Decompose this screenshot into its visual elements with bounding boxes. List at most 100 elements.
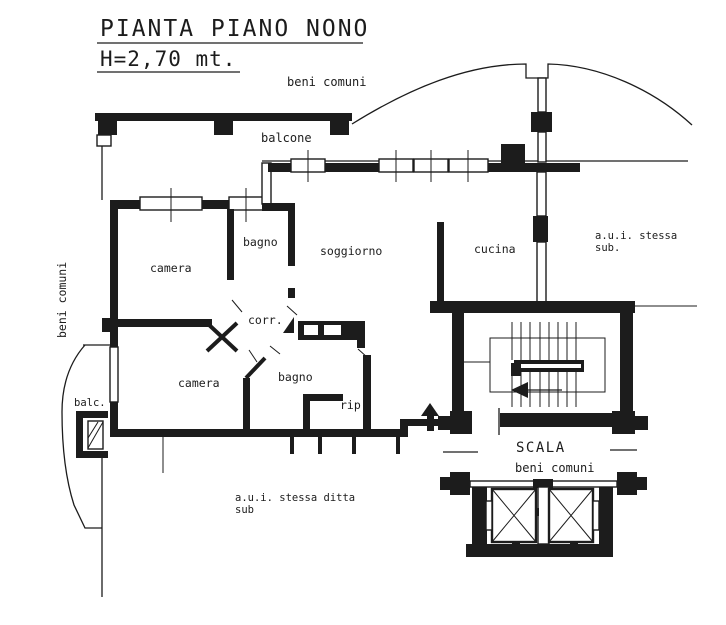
door-swing bbox=[269, 345, 281, 355]
corr-label: corr. bbox=[248, 313, 283, 327]
stair-corner-bl bbox=[450, 411, 472, 434]
lift-tab-right bbox=[637, 477, 647, 490]
aui-bottom-label-1: a.u.i. stessa ditta bbox=[235, 492, 355, 504]
lift-jamb-left bbox=[485, 500, 493, 531]
entrance-arrow-icon bbox=[421, 403, 439, 431]
stair-rail-post bbox=[511, 363, 521, 376]
wall-seg bbox=[536, 171, 547, 217]
door-swing bbox=[248, 349, 258, 363]
door-swing bbox=[286, 305, 298, 316]
wall-stub bbox=[290, 437, 294, 454]
top-balcony: beni comuni balcone bbox=[95, 63, 693, 200]
wall-bagno-top-right-2 bbox=[288, 288, 295, 298]
elevator-block bbox=[440, 472, 647, 557]
north-walls bbox=[110, 144, 580, 222]
right-terrace: a.u.i. stessa sub. bbox=[595, 230, 697, 307]
stair-wall-top bbox=[430, 301, 635, 313]
lift-door-mark bbox=[512, 542, 520, 547]
aui-bottom-label-2: sub bbox=[235, 504, 254, 516]
elevator-cross-right bbox=[548, 488, 594, 543]
wall-south bbox=[110, 429, 406, 437]
balc-shaft-top bbox=[76, 411, 108, 418]
balc-shaft-bottom bbox=[76, 451, 108, 458]
balc-shaft-left bbox=[76, 411, 83, 458]
stair-direction-arrow-icon bbox=[511, 382, 528, 398]
wall-stub bbox=[396, 437, 400, 454]
wall-seg bbox=[536, 241, 547, 306]
title-block: PIANTA PIANO NONO H=2,70 mt. bbox=[97, 16, 369, 73]
lift-wall-left bbox=[472, 487, 487, 557]
wall-bagno-top-right bbox=[288, 209, 295, 266]
wall-pillar bbox=[533, 216, 548, 242]
stair-tab-right bbox=[635, 416, 648, 430]
camera-top-label: camera bbox=[150, 261, 192, 275]
pillar-north bbox=[501, 144, 525, 165]
west-side: beni comuni balc. bbox=[55, 200, 119, 597]
cucina-label: cucina bbox=[474, 242, 516, 256]
railing-post-base bbox=[96, 134, 112, 147]
stair-treads-upper bbox=[511, 322, 577, 360]
stair-rail-stripe bbox=[518, 364, 581, 368]
wall-rip-right bbox=[363, 355, 371, 432]
soggiorno-label: soggiorno bbox=[320, 244, 382, 258]
wall-rip-top bbox=[303, 394, 343, 401]
balcone-label: balcone bbox=[261, 131, 312, 145]
plan-height-note: H=2,70 mt. bbox=[100, 47, 236, 71]
lift-corner-tl bbox=[450, 472, 470, 495]
wall-bagno-bottom-left bbox=[243, 378, 250, 432]
aui-right-label-1: a.u.i. stessa bbox=[595, 230, 677, 242]
interior: camera bagno soggiorno cucina corr. came… bbox=[118, 203, 516, 432]
balc-hatch bbox=[87, 421, 99, 439]
door-swing bbox=[357, 348, 369, 359]
curved-facade-top bbox=[351, 63, 693, 126]
bagno-bottom-label: bagno bbox=[278, 370, 313, 384]
beni-comuni-left-label: beni comuni bbox=[55, 262, 69, 338]
balcony-door-west bbox=[109, 346, 119, 403]
curved-facade-left bbox=[61, 344, 102, 529]
corr-door-wedge bbox=[283, 317, 294, 333]
wall-rip-left bbox=[303, 396, 310, 432]
door-swing bbox=[231, 299, 243, 313]
wall-west bbox=[110, 200, 118, 347]
plan-title: PIANTA PIANO NONO bbox=[100, 16, 369, 42]
service-wall bbox=[531, 77, 552, 306]
wall-stub bbox=[352, 437, 356, 454]
elevator-cross-left bbox=[491, 488, 537, 543]
lift-tab-left bbox=[440, 477, 450, 490]
wall-seg bbox=[537, 77, 547, 113]
wall-pillar bbox=[531, 112, 552, 132]
wall-stub bbox=[318, 437, 322, 454]
bagno-top-label: bagno bbox=[243, 235, 278, 249]
counter-hob bbox=[324, 325, 341, 335]
rip-label: rip. bbox=[340, 398, 368, 412]
stair-wall-left bbox=[452, 313, 464, 413]
stairwell: SCALA beni comuni bbox=[430, 301, 648, 475]
lift-door-mark bbox=[570, 542, 578, 547]
railing-post-right bbox=[330, 118, 349, 135]
scala-label: SCALA bbox=[516, 440, 566, 456]
balc-hatch bbox=[87, 421, 104, 449]
door-leaf-bagno-bottom bbox=[244, 356, 267, 380]
beni-comuni-top-label: beni comuni bbox=[287, 75, 366, 89]
lift-wall-right bbox=[599, 487, 613, 557]
stair-corner-br bbox=[612, 411, 635, 434]
stair-tab-left bbox=[438, 416, 451, 430]
lift-divider bbox=[537, 486, 550, 545]
wall-camera-divider bbox=[118, 319, 212, 327]
lift-front-pier bbox=[533, 479, 553, 488]
aui-right-label-2: sub. bbox=[595, 242, 620, 254]
stair-wall-bottom bbox=[500, 413, 622, 427]
lift-corner-tr bbox=[617, 472, 637, 495]
wall-rip-upper bbox=[357, 321, 365, 348]
balcony-railing bbox=[95, 113, 352, 121]
stair-guard bbox=[489, 337, 606, 393]
railing-post-mid bbox=[214, 118, 233, 135]
wall-west-lower bbox=[110, 402, 118, 435]
wall-west-block bbox=[102, 318, 118, 332]
south-wall: a.u.i. stessa ditta sub bbox=[110, 403, 440, 516]
balc-label: balc. bbox=[74, 397, 106, 409]
railing-post-left bbox=[98, 118, 117, 135]
wall-south-step bbox=[400, 419, 408, 437]
